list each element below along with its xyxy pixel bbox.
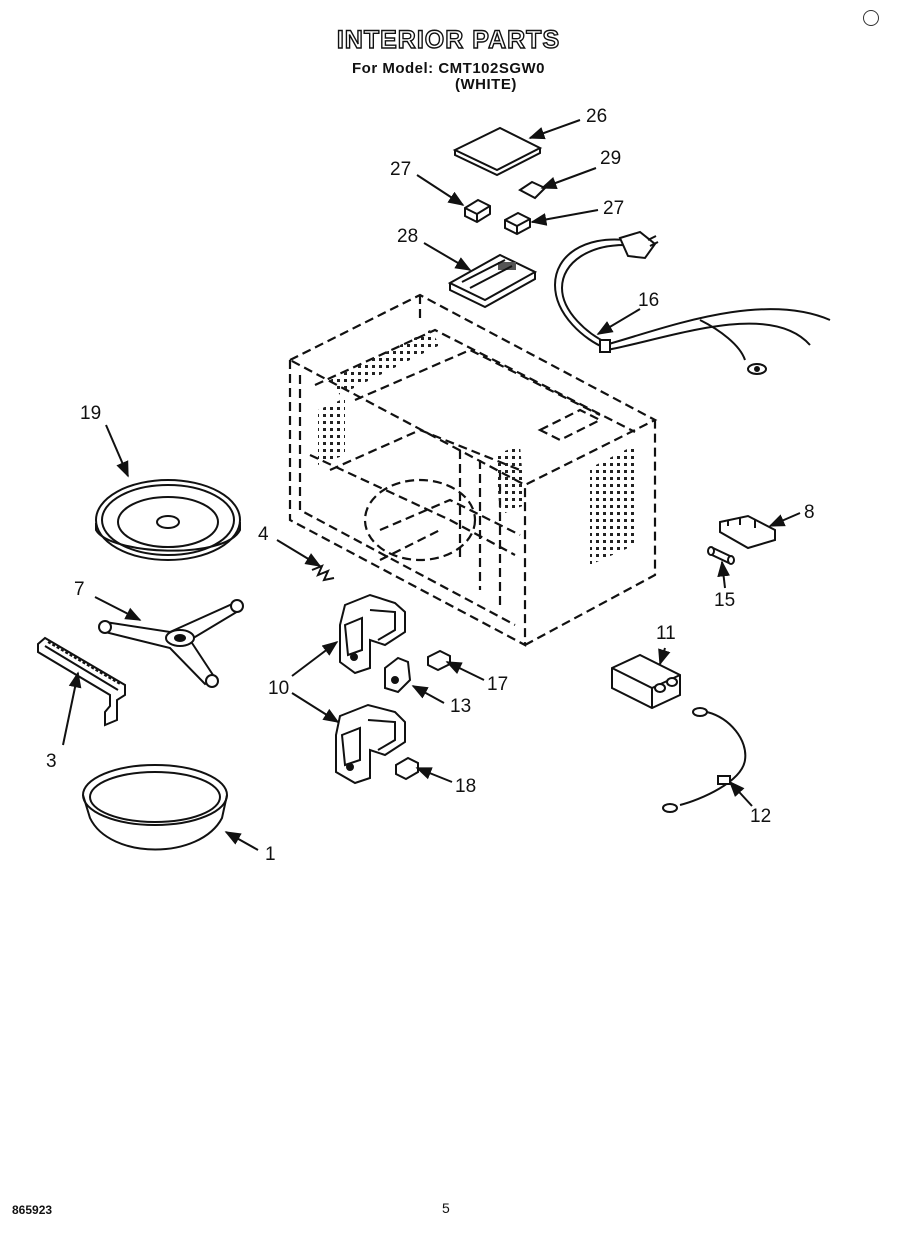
control-board-part-28 xyxy=(447,253,538,309)
callout-10: 10 xyxy=(268,678,289,699)
clip-part-29 xyxy=(518,180,547,200)
callout-27-lower: 27 xyxy=(603,198,624,219)
fuse-holder-part-8 xyxy=(719,514,776,550)
cam-part-13 xyxy=(384,656,412,694)
latch-bracket-part-10-lower xyxy=(335,703,406,785)
oven-cavity-outline xyxy=(287,293,658,647)
switch-part-18 xyxy=(395,756,419,781)
callout-16: 16 xyxy=(638,290,659,311)
model-line: For Model: CMT102SGW0 xyxy=(352,60,546,77)
callout-18: 18 xyxy=(455,776,476,797)
waveguide-cover-part-26 xyxy=(452,126,543,177)
callout-11: 11 xyxy=(656,623,676,644)
fuse-part-15 xyxy=(707,546,735,565)
glass-tray-part-19 xyxy=(95,479,241,561)
document-number: 865923 xyxy=(12,1203,53,1217)
callout-3: 3 xyxy=(46,751,57,772)
tray-support-part-7 xyxy=(98,599,244,688)
cavity-vent-holes xyxy=(318,330,635,565)
callout-29: 29 xyxy=(600,148,621,169)
callout-4: 4 xyxy=(258,524,269,545)
callout-28: 28 xyxy=(397,226,418,247)
callout-27-upper: 27 xyxy=(390,159,411,180)
callout-26: 26 xyxy=(586,106,607,127)
callout-15: 15 xyxy=(714,590,735,611)
switch-part-17 xyxy=(427,649,451,672)
callout-1: 1 xyxy=(265,844,276,865)
latch-part-27-lower xyxy=(504,211,531,236)
corner-hole-mark xyxy=(863,10,879,26)
spring-part-4 xyxy=(311,564,335,582)
callout-19: 19 xyxy=(80,403,101,424)
latch-part-27-upper xyxy=(464,198,491,224)
power-cord-part-16 xyxy=(553,230,831,375)
latch-bracket-part-10-upper xyxy=(339,593,406,675)
callout-7: 7 xyxy=(74,579,85,600)
diode-wire-part-12 xyxy=(662,707,747,813)
callout-13: 13 xyxy=(450,696,471,717)
callout-17: 17 xyxy=(487,674,508,695)
color-line: (WHITE) xyxy=(455,76,517,93)
callout-8: 8 xyxy=(804,502,815,523)
drive-coupler-part-3 xyxy=(37,636,126,727)
callout-12: 12 xyxy=(750,806,771,827)
page-number: 5 xyxy=(442,1200,450,1216)
roller-ring-part-1 xyxy=(82,764,228,851)
callout-labels: 26 27 29 27 28 16 19 4 7 3 1 10 17 13 18… xyxy=(46,106,815,865)
leader-lines xyxy=(62,119,801,851)
page-title: INTERIOR PARTS xyxy=(336,25,561,54)
capacitor-part-11 xyxy=(611,653,681,710)
